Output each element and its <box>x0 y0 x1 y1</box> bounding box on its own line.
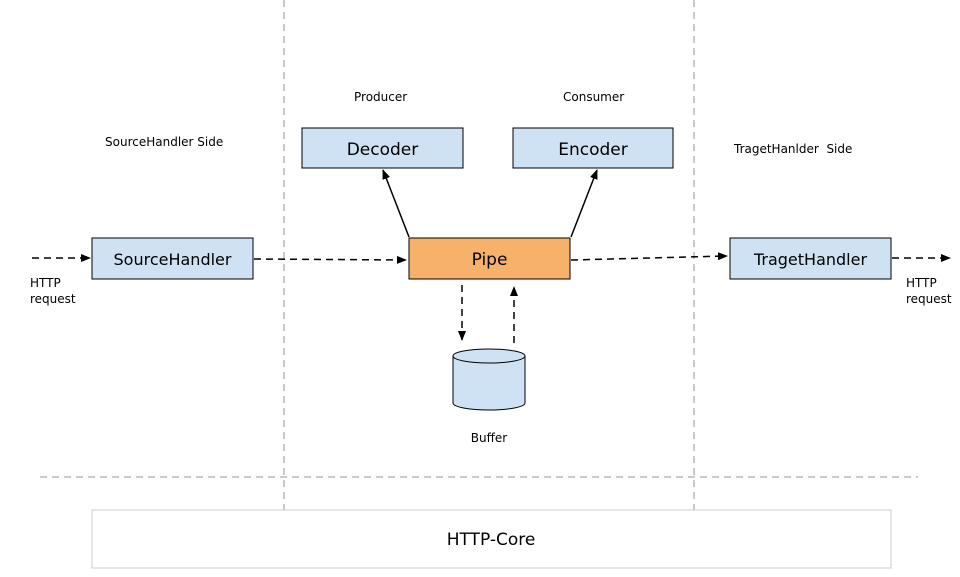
http-request-right-label-2: request <box>906 292 952 306</box>
target-side-label: TragetHanlder Side <box>733 142 852 156</box>
decoder-node: Decoder <box>301 127 464 169</box>
decoder-label: Decoder <box>347 140 419 160</box>
arrow-pipe-to-encoder <box>570 169 598 238</box>
http-request-left-label-1: HTTP <box>30 276 61 290</box>
traget-handler-node: TragetHandler <box>729 237 892 280</box>
encoder-node: Encoder <box>512 127 674 169</box>
source-side-label: SourceHandler Side <box>105 135 223 149</box>
arrow-pipe-to-decoder <box>382 169 410 238</box>
http-request-left-label-2: request <box>30 292 76 306</box>
buffer-cylinder <box>452 348 526 411</box>
pipe-node: Pipe <box>408 237 571 280</box>
producer-label: Producer <box>354 90 407 104</box>
encoder-label: Encoder <box>558 140 628 160</box>
source-handler-node: SourceHandler <box>91 237 254 280</box>
http-core-node: HTTP-Core <box>91 509 892 569</box>
pipe-label: Pipe <box>472 250 508 270</box>
traget-handler-label: TragetHandler <box>753 250 868 269</box>
http-core-label: HTTP-Core <box>447 530 536 550</box>
arrow-pipe-to-target <box>570 252 728 261</box>
http-request-right-label-1: HTTP <box>906 276 937 290</box>
consumer-label: Consumer <box>563 90 624 104</box>
buffer-label: Buffer <box>471 431 507 445</box>
source-handler-label: SourceHandler <box>114 250 232 269</box>
arrow-source-to-pipe <box>253 255 407 264</box>
